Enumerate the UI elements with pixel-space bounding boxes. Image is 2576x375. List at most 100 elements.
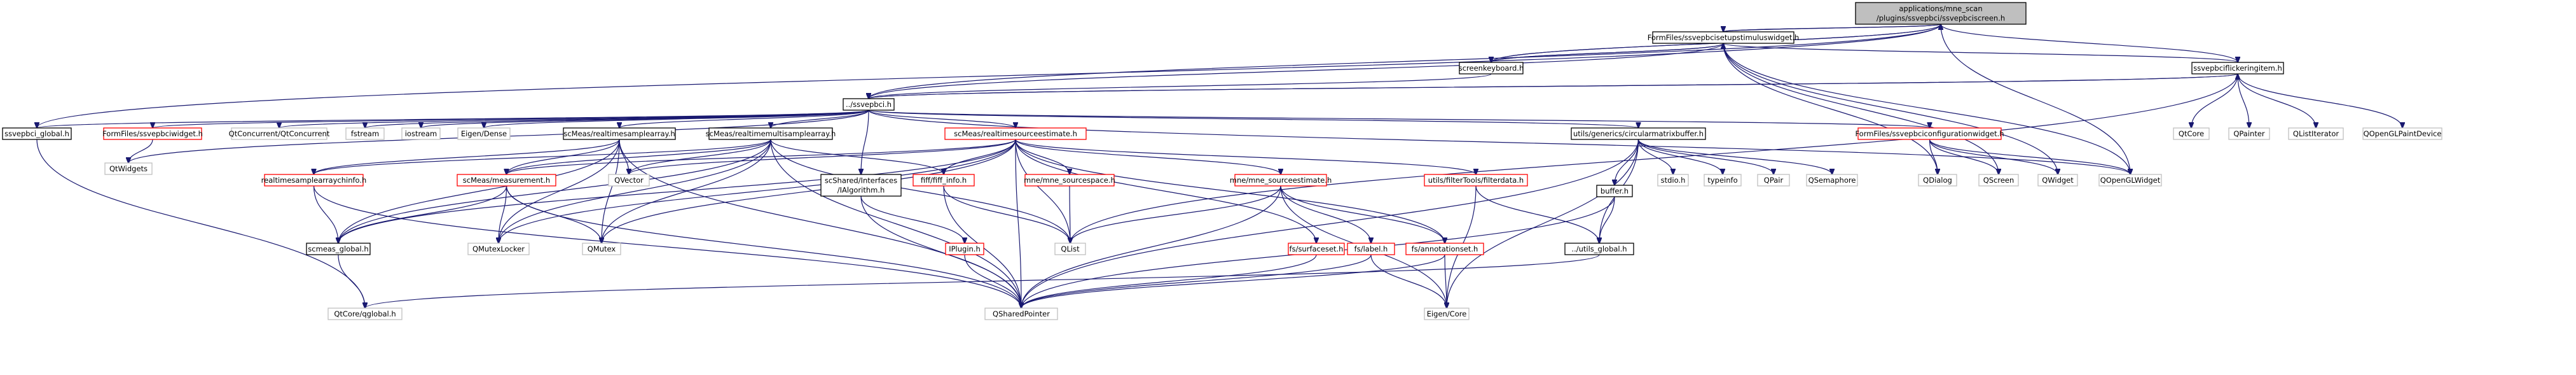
node-rtsachinfo[interactable]: realtimesamplearraychinfo.h [261, 174, 367, 187]
node-iplugin[interactable]: IPlugin.h [945, 243, 984, 255]
node-box [944, 127, 1087, 140]
node-label: QListIterator [2293, 129, 2339, 138]
node-box [2, 127, 72, 140]
node-utilsglob[interactable]: ../utils_global.h [1564, 243, 1634, 255]
edge-rtmsa-to-qsp [770, 139, 1021, 308]
node-rtse[interactable]: scMeas/realtimesourceestimate.h [944, 127, 1087, 140]
edge-ssvepbci-to-rtsa [619, 110, 869, 128]
node-box [457, 174, 556, 187]
edge-ssvepbci-to-qoglw [868, 110, 2130, 174]
edge-circ-to-bufferh [1615, 139, 1639, 185]
node-box [1652, 31, 1794, 44]
node-fssurf[interactable]: fs/surfaceset.h [1288, 243, 1345, 255]
node-scmglob[interactable]: scmeas_global.h [306, 243, 371, 255]
node-fsannot[interactable]: fs/annotationset.h [1405, 243, 1484, 255]
node-label: scmeas_global.h [308, 244, 368, 253]
node-box [1424, 308, 1470, 320]
node-global[interactable]: ssvepbci_global.h [2, 127, 72, 140]
node-fiffinfo[interactable]: fiff/fiff_info.h [913, 174, 975, 187]
edge-filterdata-to-utilsglob [1475, 185, 1599, 243]
node-label: /plugins/ssvepbci/ssvepbciscreen.h [1877, 14, 2005, 23]
node-fstream: fstream [345, 127, 385, 140]
node-rtsa[interactable]: scMeas/realtimesamplearray.h [563, 127, 676, 140]
edge-ssvepbci-to-qtconc [279, 110, 869, 128]
edge-rtse-to-fssurf [1015, 139, 1316, 243]
node-ssvepbci[interactable]: ../ssvepbci.h [843, 98, 895, 111]
node-filterdata[interactable]: utils/filterTools/filterdata.h [1424, 174, 1528, 187]
edge-meas-to-scmglob [338, 185, 507, 243]
edge-fiffinfo-to-qlist [943, 185, 1070, 243]
node-label: QSharedPointer [993, 309, 1050, 318]
edge-fslabel-to-eigcore [1370, 254, 1447, 308]
node-box [2173, 127, 2210, 140]
node-mnesp[interactable]: mne/mne_sourcespace.h [1024, 174, 1115, 187]
node-flick[interactable]: ssvepbciflickeringitem.h [2191, 62, 2284, 74]
edge-rtse-to-scmglob [338, 139, 1016, 243]
edge-global-to-qtcoreglob [36, 139, 365, 308]
node-box [1054, 243, 1086, 255]
node-qlistit: QListIterator [2288, 127, 2344, 140]
node-qmutexlocker: QMutexLocker [467, 243, 530, 255]
node-label: FormFiles/ssvepbciconfigurationwidget.h [1855, 129, 2004, 138]
edge-setup-to-qscreen [1723, 43, 1999, 174]
node-label: IPlugin.h [949, 244, 981, 253]
edge-rtse-to-meas [507, 139, 1016, 174]
node-rtmsa[interactable]: scMeas/realtimemultisamplearray.h [706, 127, 836, 140]
node-formw[interactable]: FormFiles/ssvepbciwidget.h [102, 127, 203, 140]
node-label: QtConcurrent/QtConcurrent [229, 129, 330, 138]
edge-rtse-to-filterdata [1015, 139, 1476, 174]
node-qtcoreglob: QtCore/qglobal.h [327, 308, 403, 320]
node-label: QOpenGLPaintDevice [2364, 129, 2442, 138]
node-label: scMeas/realtimemultisamplearray.h [706, 129, 836, 138]
node-meas[interactable]: scMeas/measurement.h [457, 174, 556, 187]
node-setup[interactable]: FormFiles/ssvepbcisetupstimuluswidget.h [1648, 31, 1800, 44]
node-label: QMutexLocker [472, 244, 525, 253]
node-qoglpd: QOpenGLPaintDevice [2362, 127, 2442, 140]
node-label: typeinfo [1707, 176, 1737, 185]
node-layer: applications/mne_scan/plugins/ssvepbci/s… [2, 2, 2442, 320]
edge-fsannot-to-eigcore [1445, 254, 1447, 308]
edge-fssurf-to-qsp [1021, 254, 1317, 308]
node-label: QVector [614, 176, 644, 185]
node-circ[interactable]: utils/generics/circularmatrixbuffer.h [1571, 127, 1706, 140]
node-ialg[interactable]: scShared/Interfaces/IAlgorithm.h [820, 174, 902, 197]
node-qwidget: QWidget [2037, 174, 2078, 187]
node-box [913, 174, 975, 187]
node-qlist: QList [1054, 243, 1086, 255]
edge-ssvepbci-to-flick [868, 74, 2238, 99]
edge-rtsachinfo-to-scmglob [313, 185, 339, 243]
edge-fsannot-to-qsp [1021, 254, 1445, 308]
node-kbd[interactable]: screenkeyboard.h [1459, 62, 1524, 74]
node-root[interactable]: applications/mne_scan/plugins/ssvepbci/s… [1855, 2, 2027, 25]
edge-circ-to-qsem [1637, 139, 1833, 174]
node-box [231, 127, 327, 140]
node-box [1596, 185, 1633, 197]
node-box [2362, 127, 2442, 140]
node-box [2037, 174, 2078, 187]
edge-rtsa-to-rtsachinfo [314, 139, 620, 174]
edge-circ-to-eigcore [1447, 139, 1639, 308]
node-label: ../utils_global.h [1571, 244, 1627, 253]
node-box [401, 127, 441, 140]
node-box [1757, 174, 1790, 187]
edge-mnese-to-fsannot [1280, 185, 1445, 243]
node-label: fs/label.h [1354, 244, 1388, 253]
edge-ialg-to-iplugin [860, 195, 965, 243]
node-label: ssvepbci_global.h [4, 129, 69, 138]
node-label: scMeas/measurement.h [463, 176, 550, 185]
node-label: Eigen/Core [1427, 309, 1467, 318]
node-mnese[interactable]: mne/mne_sourceestimate.h [1230, 174, 1332, 187]
node-label: utils/generics/circularmatrixbuffer.h [1573, 129, 1704, 138]
node-label: fiff/fiff_info.h [921, 176, 967, 185]
edge-setup-to-flick [1723, 43, 2238, 62]
edge-rtse-to-qlist [1015, 139, 1070, 243]
node-qdialog: QDialog [1918, 174, 1957, 187]
edge-circ-to-qsp [1021, 139, 1639, 308]
node-confw[interactable]: FormFiles/ssvepbciconfigurationwidget.h [1855, 127, 2004, 140]
node-fslabel[interactable]: fs/label.h [1347, 243, 1395, 255]
node-box [563, 127, 676, 140]
edge-rtsa-to-scmglob [338, 139, 620, 243]
node-label: QSemaphore [1808, 176, 1856, 185]
node-bufferh[interactable]: buffer.h [1596, 185, 1633, 197]
node-label: mne/mne_sourcespace.h [1024, 176, 1115, 185]
